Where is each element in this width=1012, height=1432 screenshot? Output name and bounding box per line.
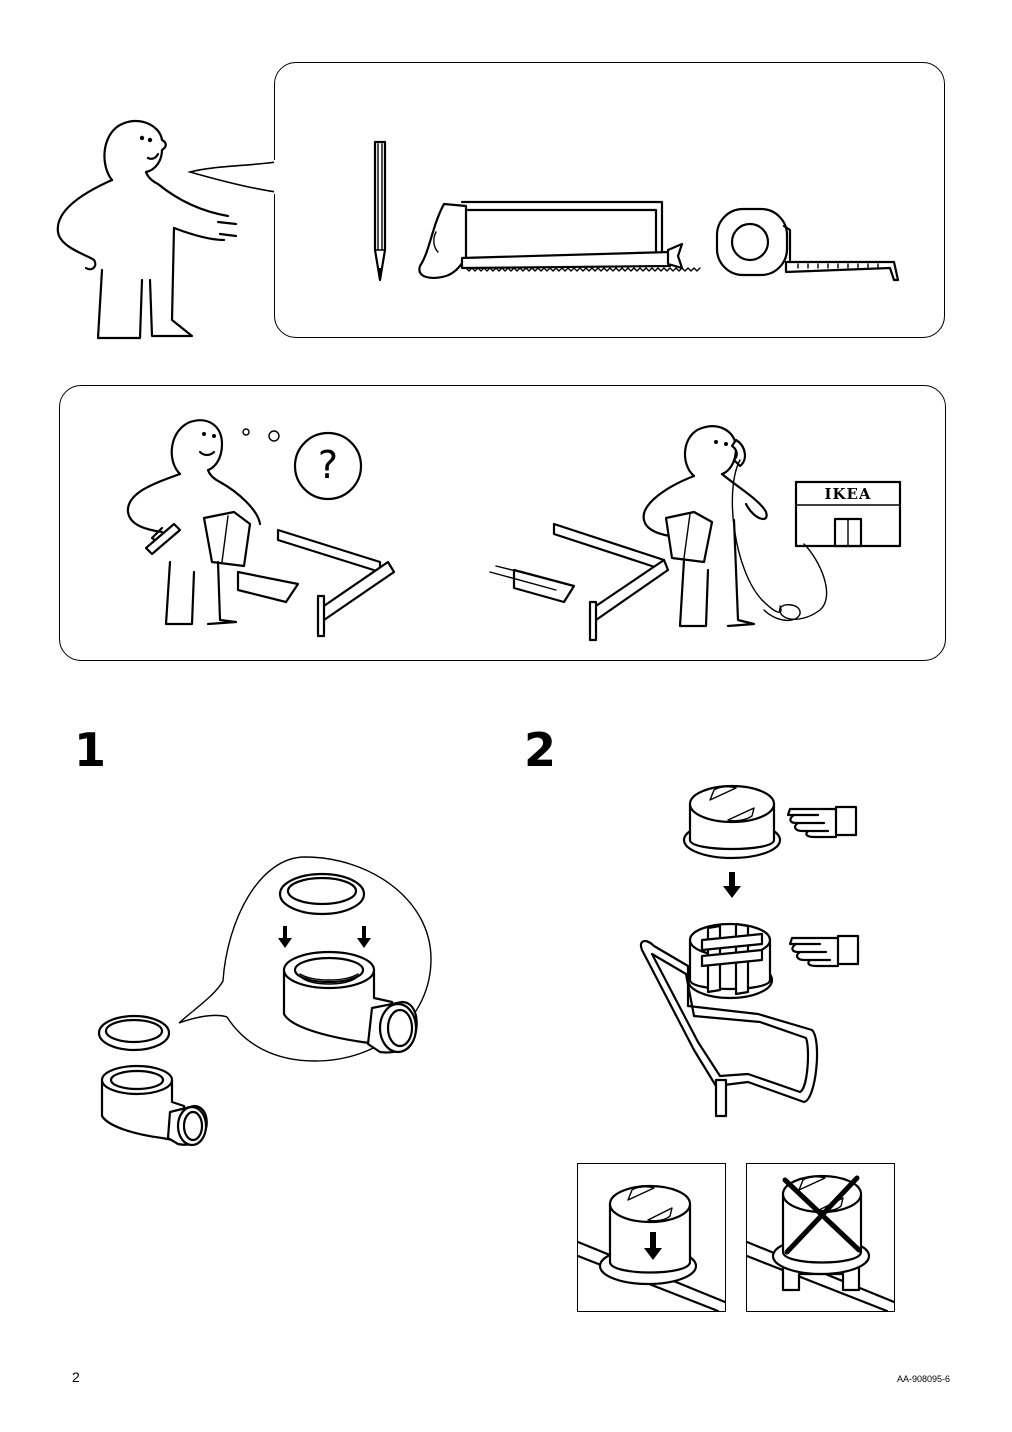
arrow-down-icon <box>276 924 386 950</box>
confused-man-icon <box>118 412 408 642</box>
tools-panel <box>274 62 945 338</box>
pipe-elbow-icon <box>282 946 422 1056</box>
speech-tail <box>187 160 280 200</box>
man-icon <box>50 110 250 345</box>
help-panel <box>59 385 946 661</box>
question-bubble-icon: ? <box>292 430 364 502</box>
store-icon: IKEA <box>794 480 902 548</box>
step-2-number: 2 <box>524 723 557 777</box>
man-on-phone-icon <box>484 420 784 642</box>
sealing-ring-icon <box>277 870 367 918</box>
pencil-icon <box>371 140 389 285</box>
step-1-number: 1 <box>74 723 107 777</box>
correct-example-icon <box>576 1163 727 1313</box>
document-code: AA-908095-6 <box>896 1374 950 1384</box>
hacksaw-icon <box>412 196 701 286</box>
store-sign-text: IKEA <box>824 485 872 503</box>
page-number: 2 <box>72 1369 80 1385</box>
question-mark: ? <box>317 443 339 487</box>
thought-dots <box>238 424 288 448</box>
arrow-down-icon-2 <box>722 870 742 900</box>
phone-cord <box>740 540 840 630</box>
pointing-hand-icon-2 <box>786 932 862 968</box>
tape-measure-icon <box>714 206 904 286</box>
pointing-hand-icon <box>784 803 860 839</box>
pipe-elbow-small-icon <box>100 1062 210 1148</box>
sealing-ring-small-icon <box>96 1013 172 1053</box>
drain-grate-icon <box>636 910 820 1118</box>
wrong-example-icon <box>745 1163 896 1313</box>
cap-icon <box>680 782 784 864</box>
